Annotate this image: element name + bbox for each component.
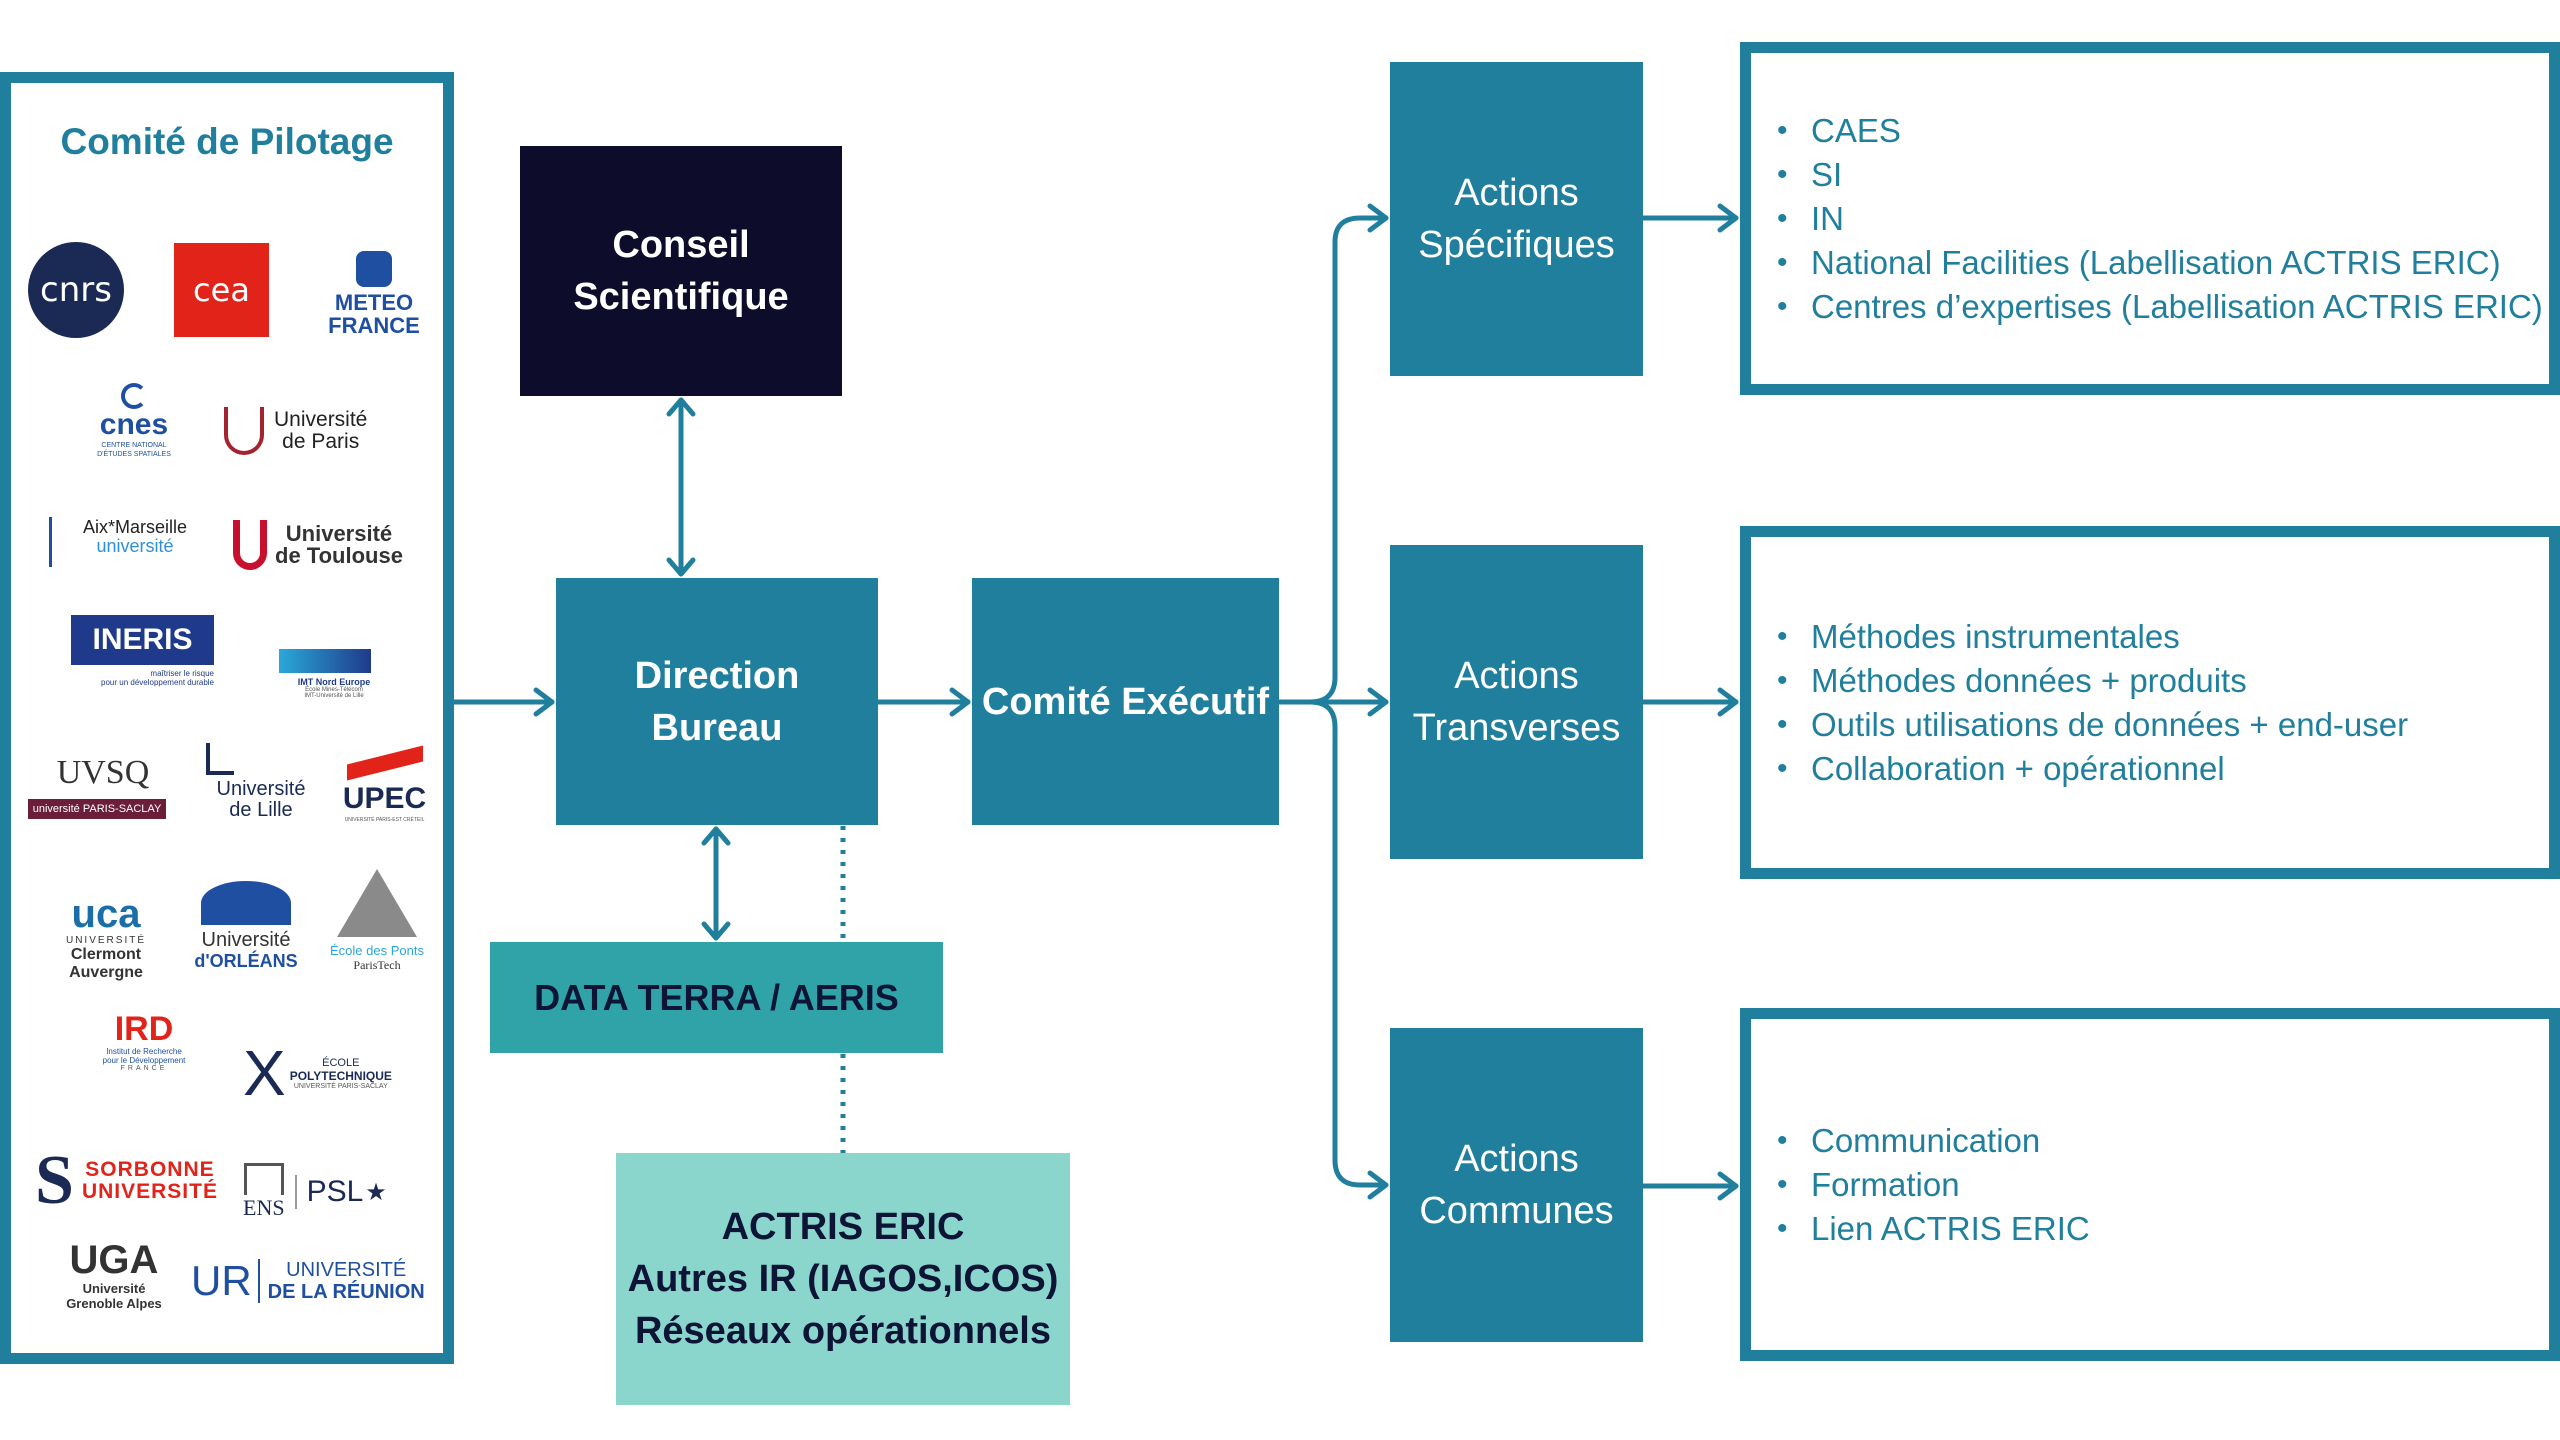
meteo-icon	[356, 251, 392, 287]
imt-nord-europe-logo: IMT Nord Europe École Mines-Télécom IMT-…	[279, 649, 389, 719]
list-item: Méthodes données + produits	[1777, 659, 2408, 703]
actions-communes-box: Actions Communes	[1390, 1028, 1643, 1342]
universite-toulouse-logo: Université de Toulouse	[233, 515, 433, 575]
upec-icon	[346, 745, 423, 781]
ineris-logo: INERIS maîtriser le risque pour un dével…	[71, 615, 214, 705]
ecole-polytechnique-logo: X ÉCOLE POLYTECHNIQUE UNIVERSITÉ PARIS-S…	[243, 1037, 392, 1109]
sorbonne-universite-logo: S SORBONNE UNIVERSITÉ	[35, 1142, 218, 1219]
ur-icon: UR	[191, 1257, 252, 1304]
cnes-logo: cnes CENTRE NATIONAL D'ÉTUDES SPATIALES	[79, 383, 189, 469]
sorbonne-icon: S	[35, 1142, 74, 1219]
cnrs-logo: cnrs	[28, 242, 124, 338]
ponts-icon	[337, 869, 417, 937]
list-item: IN	[1777, 197, 2543, 241]
list-item: Formation	[1777, 1163, 2090, 1207]
list-item: Méthodes instrumentales	[1777, 615, 2408, 659]
list-item: National Facilities (Labellisation ACTRI…	[1777, 241, 2543, 285]
actions-transverses-box: Actions Transverses	[1390, 545, 1643, 859]
universite-paris-logo: Université de Paris	[224, 401, 404, 461]
psl-star-icon: ★	[365, 1178, 387, 1206]
universite-orleans-logo: Université d'ORLÉANS	[191, 881, 301, 991]
imt-icon	[279, 649, 371, 673]
upec-logo: UPEC UNIVERSITÉ PARIS-EST CRÉTEIL	[337, 745, 432, 835]
arrowhead	[533, 687, 555, 717]
list-item: Communication	[1777, 1119, 2090, 1163]
ens-icon	[243, 1163, 284, 1195]
actions-specifiques-box: Actions Spécifiques	[1390, 62, 1643, 376]
data-terra-aeris-box: DATA TERRA / AERIS	[490, 942, 943, 1053]
actions-specifiques-list: CAES SI IN National Facilities (Labellis…	[1740, 42, 2560, 395]
actions-transverses-list: Méthodes instrumentales Méthodes données…	[1740, 526, 2560, 879]
lille-icon	[206, 743, 234, 775]
ecole-des-ponts-logo: École des Ponts ParisTech	[321, 869, 433, 981]
universite-clermont-auvergne-logo: uca UNIVERSITÉ Clermont Auvergne	[51, 893, 161, 993]
universite-paris-icon	[224, 407, 264, 455]
universite-reunion-logo: UR UNIVERSITÉ DE LA RÉUNION	[191, 1257, 425, 1304]
actris-eric-box: ACTRIS ERIC Autres IR (IAGOS,ICOS) Résea…	[616, 1153, 1070, 1405]
pilotage-panel: Comité de Pilotage cnrs cea METEO FRANCE…	[0, 72, 454, 1364]
branch-comm	[1307, 699, 1389, 1188]
uvsq-logo: UVSQ université PARIS-SACLAY	[28, 755, 178, 825]
list-item: Collaboration + opérationnel	[1777, 747, 2408, 791]
toulouse-icon	[233, 520, 267, 570]
branch-spec	[1276, 215, 1389, 705]
uga-logo: UGA Université Grenoble Alpes	[66, 1238, 162, 1311]
list-item: Centres d’expertises (Labellisation ACTR…	[1777, 285, 2543, 329]
ird-logo: IRD Institut de Recherche pour le Dévelo…	[102, 1010, 186, 1072]
list-item: CAES	[1777, 109, 2543, 153]
ens-psl-logo: ENS PSL ★	[243, 1157, 433, 1227]
orleans-icon	[201, 881, 291, 925]
universite-lille-logo: Université de Lille	[206, 743, 316, 833]
actions-communes-list: Communication Formation Lien ACTRIS ERIC	[1740, 1008, 2560, 1361]
polytechnique-icon: X	[243, 1037, 286, 1109]
cnes-icon	[121, 383, 147, 409]
pilotage-title: Comité de Pilotage	[60, 121, 394, 162]
uca-icon: uca	[71, 892, 141, 936]
aix-marseille-logo: Aix*Marseille université	[49, 517, 210, 567]
cea-logo: cea	[174, 243, 269, 337]
list-item: Lien ACTRIS ERIC	[1777, 1207, 2090, 1251]
list-item: SI	[1777, 153, 2543, 197]
meteo-france-logo: METEO FRANCE	[319, 251, 429, 347]
comite-executif-box: Comité Exécutif	[972, 578, 1279, 825]
conseil-scientifique-box: Conseil Scientifique	[520, 146, 842, 396]
direction-bureau-box: Direction Bureau	[556, 578, 878, 825]
list-item: Outils utilisations de données + end-use…	[1777, 703, 2408, 747]
